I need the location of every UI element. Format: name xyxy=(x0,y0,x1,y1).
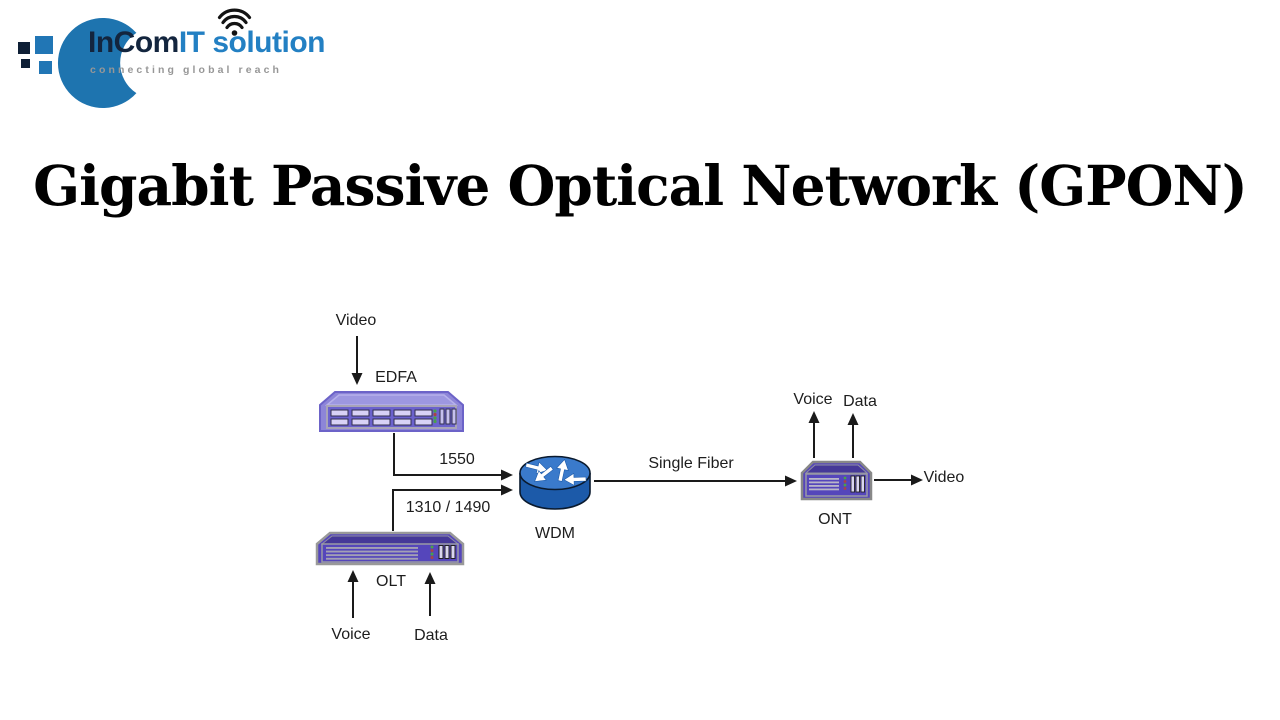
olt-label: OLT xyxy=(376,573,406,590)
wifi-icon xyxy=(217,8,252,36)
logo-tagline: connecting global reach xyxy=(90,64,283,76)
company-logo: InComIT solution connecting global reach xyxy=(0,0,325,115)
logo-wordmark: InComIT solution xyxy=(88,26,325,60)
olt-status-leds xyxy=(430,545,434,559)
edfa-label: EDFA xyxy=(375,369,417,386)
olt-data-in-label: Data xyxy=(414,627,448,644)
ont-status-leds xyxy=(843,476,847,490)
wdm-router-icon xyxy=(519,455,591,510)
ont-label: ONT xyxy=(818,511,852,528)
page-title: Gigabit Passive Optical Network (GPON) xyxy=(33,153,1248,218)
logo-brand-suffix: solution xyxy=(204,26,325,59)
wdm-label: WDM xyxy=(535,525,575,542)
single-fiber-label: Single Fiber xyxy=(648,455,734,472)
logo-brand-accent: IT xyxy=(178,26,205,59)
olt-voice-in-label: Voice xyxy=(331,626,371,643)
video-in-label: Video xyxy=(335,312,377,329)
logo-brand-dark: InCom xyxy=(88,26,179,59)
edfa-status-leds xyxy=(433,409,437,424)
ont-data-out-label: Data xyxy=(843,393,877,410)
ont-video-out-label: Video xyxy=(923,469,965,486)
wavelength-1310-1490-label: 1310 / 1490 xyxy=(405,499,491,516)
olt-device-icon xyxy=(315,531,465,566)
edfa-device-icon xyxy=(319,391,464,432)
wavelength-1550-label: 1550 xyxy=(439,451,475,468)
ont-voice-out-label: Voice xyxy=(793,391,833,408)
ont-device-icon xyxy=(800,460,873,501)
logo-pixel-squares-icon xyxy=(18,36,53,74)
logo-swoosh-icon xyxy=(57,18,137,108)
